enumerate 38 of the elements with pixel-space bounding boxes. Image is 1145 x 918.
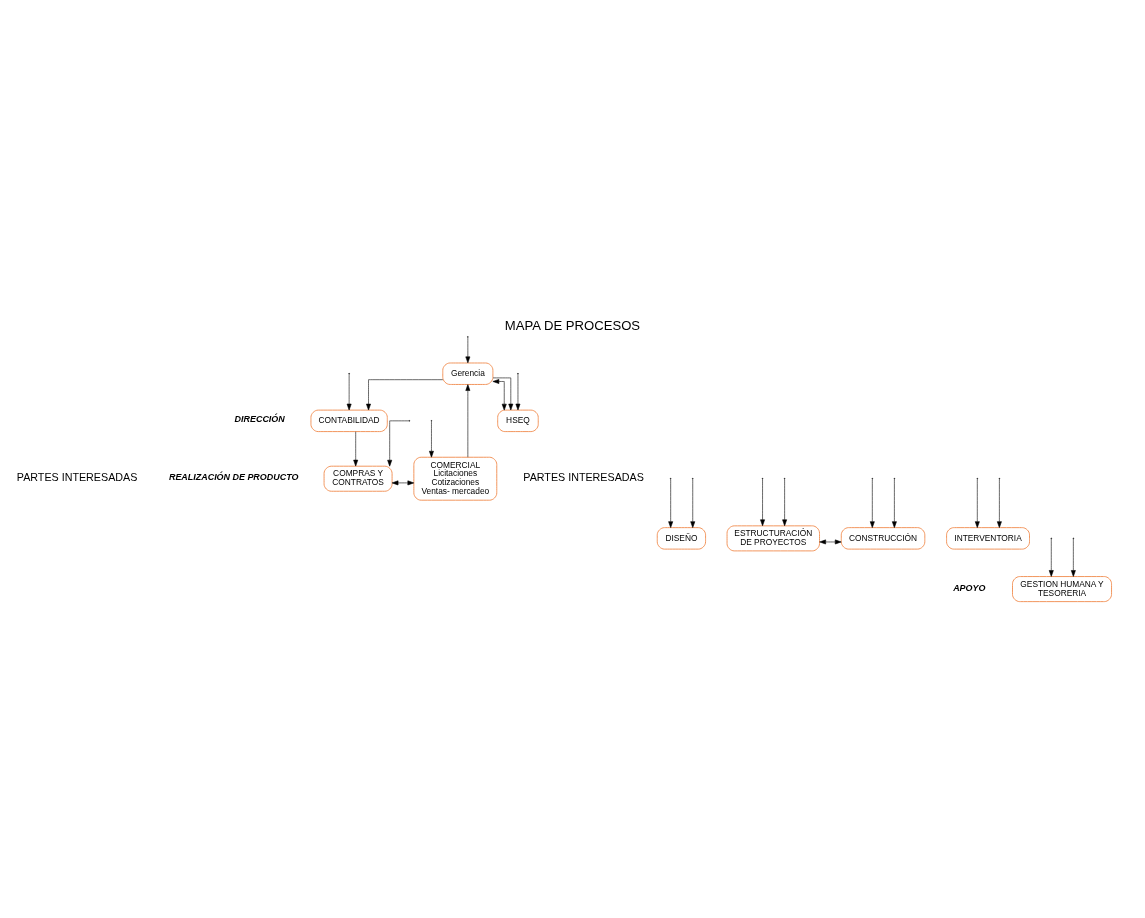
arrow bbox=[1070, 538, 1076, 577]
label: DIRECCIÓN bbox=[234, 413, 285, 424]
arrow bbox=[690, 478, 696, 528]
arrow bbox=[782, 478, 787, 526]
node-box: GESTION HUMANA Y TESORERIA bbox=[1012, 575, 1112, 602]
label: APOYO bbox=[953, 582, 986, 593]
arrow bbox=[997, 478, 1002, 528]
arrow bbox=[387, 420, 410, 466]
node-box: HSEQ bbox=[497, 409, 539, 432]
arrow bbox=[391, 480, 415, 485]
arrow bbox=[346, 373, 352, 410]
arrow bbox=[819, 539, 842, 544]
arrow bbox=[429, 420, 434, 457]
arrow bbox=[465, 336, 471, 363]
arrow bbox=[760, 478, 765, 526]
node-box: COMPRAS Y CONTRATOS bbox=[323, 465, 393, 492]
arrow bbox=[668, 478, 674, 528]
node-box: ESTRUCTURACIÓN DE PROYECTOS bbox=[726, 524, 820, 551]
node-box: Gerencia bbox=[442, 362, 494, 385]
arrow bbox=[366, 378, 444, 410]
arrow bbox=[869, 478, 875, 528]
node-box: CONSTRUCCIÓN bbox=[840, 526, 926, 550]
label: REALIZACIÓN DE PRODUCTO bbox=[168, 471, 299, 482]
arrow bbox=[492, 378, 507, 410]
node-box: CONTABILIDAD bbox=[310, 409, 388, 432]
label: PARTES INTERESADAS bbox=[16, 470, 138, 483]
arrow bbox=[492, 377, 514, 410]
arrow bbox=[465, 383, 471, 458]
label: PARTES INTERESADAS bbox=[523, 470, 644, 483]
diagram-title: MAPA DE PROCESOS bbox=[504, 317, 641, 333]
arrow bbox=[515, 373, 521, 410]
arrow bbox=[892, 478, 897, 528]
arrow bbox=[353, 430, 359, 466]
node-box: INTERVENTORIA bbox=[946, 526, 1030, 550]
node-box: COMERCIAL Licitaciones Cotizaciones Ventas- mercadeo bbox=[413, 456, 498, 501]
node-box: DISEÑO bbox=[656, 526, 707, 550]
arrow bbox=[1048, 538, 1054, 577]
arrow bbox=[974, 478, 980, 528]
